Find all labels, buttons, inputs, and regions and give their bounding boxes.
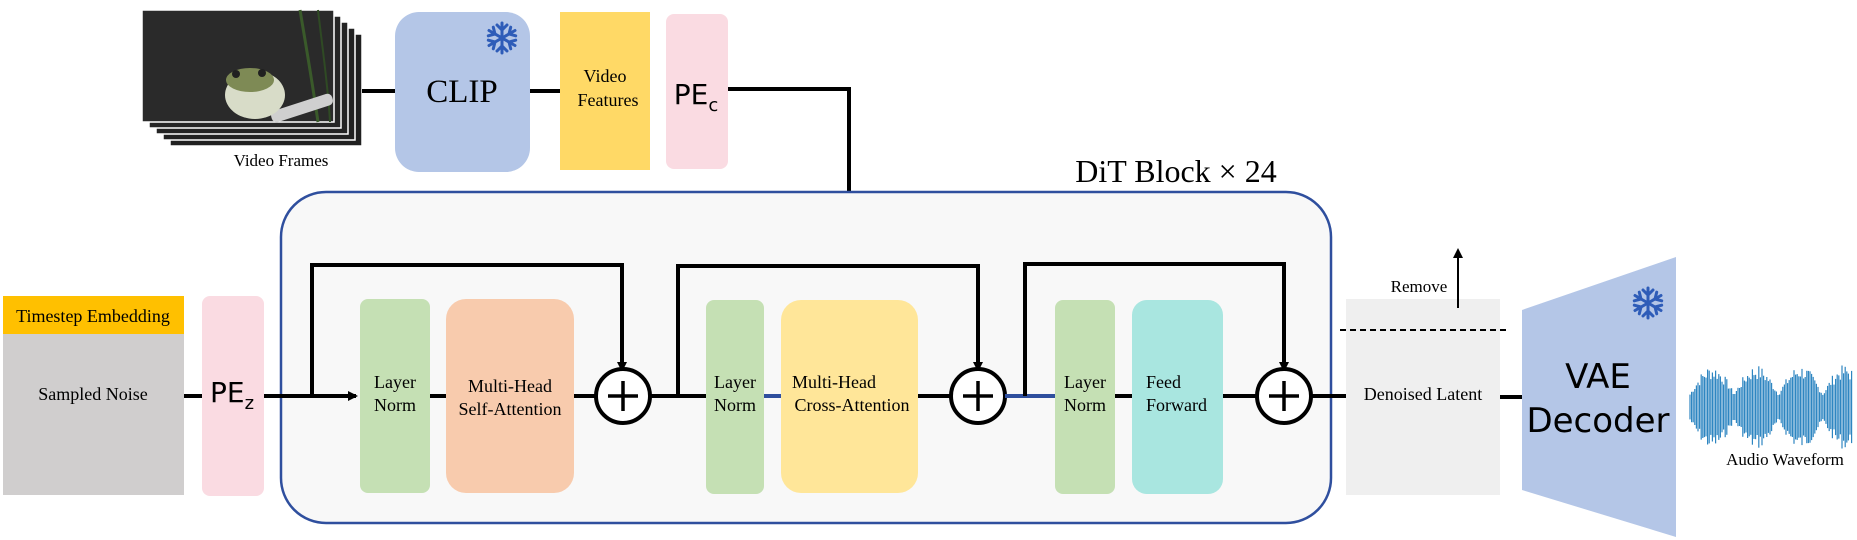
timestep-embedding-box (3, 296, 184, 334)
vae-decoder-label-line1: VAE (1565, 357, 1631, 397)
feed-forward-label-line2: Forward (1146, 395, 1207, 415)
pe-c-box (666, 14, 728, 169)
clip-label: CLIP (426, 74, 498, 110)
pe-z-box (202, 296, 264, 496)
cross-attention-label-line1: Multi-Head (792, 372, 876, 392)
plus-circle-icon (1255, 367, 1313, 425)
residual-connection-3 (1023, 262, 1289, 396)
pe-c-subscript: c (708, 95, 718, 116)
sampled-noise-label: Sampled Noise (38, 384, 148, 404)
vae-decoder-shape (1522, 257, 1676, 537)
feed-forward-box (1132, 300, 1223, 494)
layer-norm-2-box (706, 300, 764, 494)
plus-circle-icon (949, 367, 1007, 425)
pe-c-label: PEc (674, 78, 718, 116)
layer-norm-3-label-line1: Layer (1064, 372, 1106, 392)
pe-z-label: PEz (210, 376, 254, 414)
layer-norm-1-box (360, 299, 430, 493)
feed-forward-label-line1: Feed (1146, 372, 1181, 392)
cross-attention-box (781, 300, 918, 493)
self-attention-box (446, 299, 574, 493)
layer-norm-1-label-line1: Layer (374, 372, 416, 392)
video-features-label-line1: Video (584, 66, 627, 86)
layer-norm-2-label-line1: Layer (714, 372, 756, 392)
video-frames-stack (141, 9, 363, 147)
pe-c-main: PE (674, 78, 709, 111)
residual-connection-1 (310, 263, 627, 396)
frog-thumbnail (141, 9, 335, 123)
video-frames-label: Video Frames (234, 151, 329, 170)
dit-block-title: DiT Block × 24 (1075, 153, 1276, 189)
denoised-latent-label: Denoised Latent (1364, 384, 1482, 404)
layer-norm-3-box (1055, 300, 1115, 494)
timestep-embedding-label: Timestep Embedding (16, 306, 170, 326)
remove-label: Remove (1391, 277, 1448, 296)
sampled-noise-box (3, 334, 184, 495)
denoised-latent-box (1346, 299, 1500, 495)
self-attention-label-line1: Multi-Head (468, 376, 552, 396)
plus-circle-icon (594, 367, 652, 425)
audio-waveform-label: Audio Waveform (1726, 450, 1844, 469)
video-features-box (560, 12, 650, 170)
vae-decoder-label-line2: Decoder (1526, 401, 1669, 441)
layer-norm-3-label-line2: Norm (1064, 395, 1106, 415)
residual-connection-2 (676, 264, 983, 396)
pe-z-main: PE (210, 376, 245, 409)
layer-norm-2-label-line2: Norm (714, 395, 756, 415)
audio-waveform (1689, 365, 1853, 449)
video-features-label-line2: Features (578, 90, 639, 110)
layer-norm-1-label-line2: Norm (374, 395, 416, 415)
cross-attention-label-line2: Cross-Attention (795, 395, 910, 415)
self-attention-label-line2: Self-Attention (459, 399, 562, 419)
pe-z-subscript: z (245, 393, 254, 414)
